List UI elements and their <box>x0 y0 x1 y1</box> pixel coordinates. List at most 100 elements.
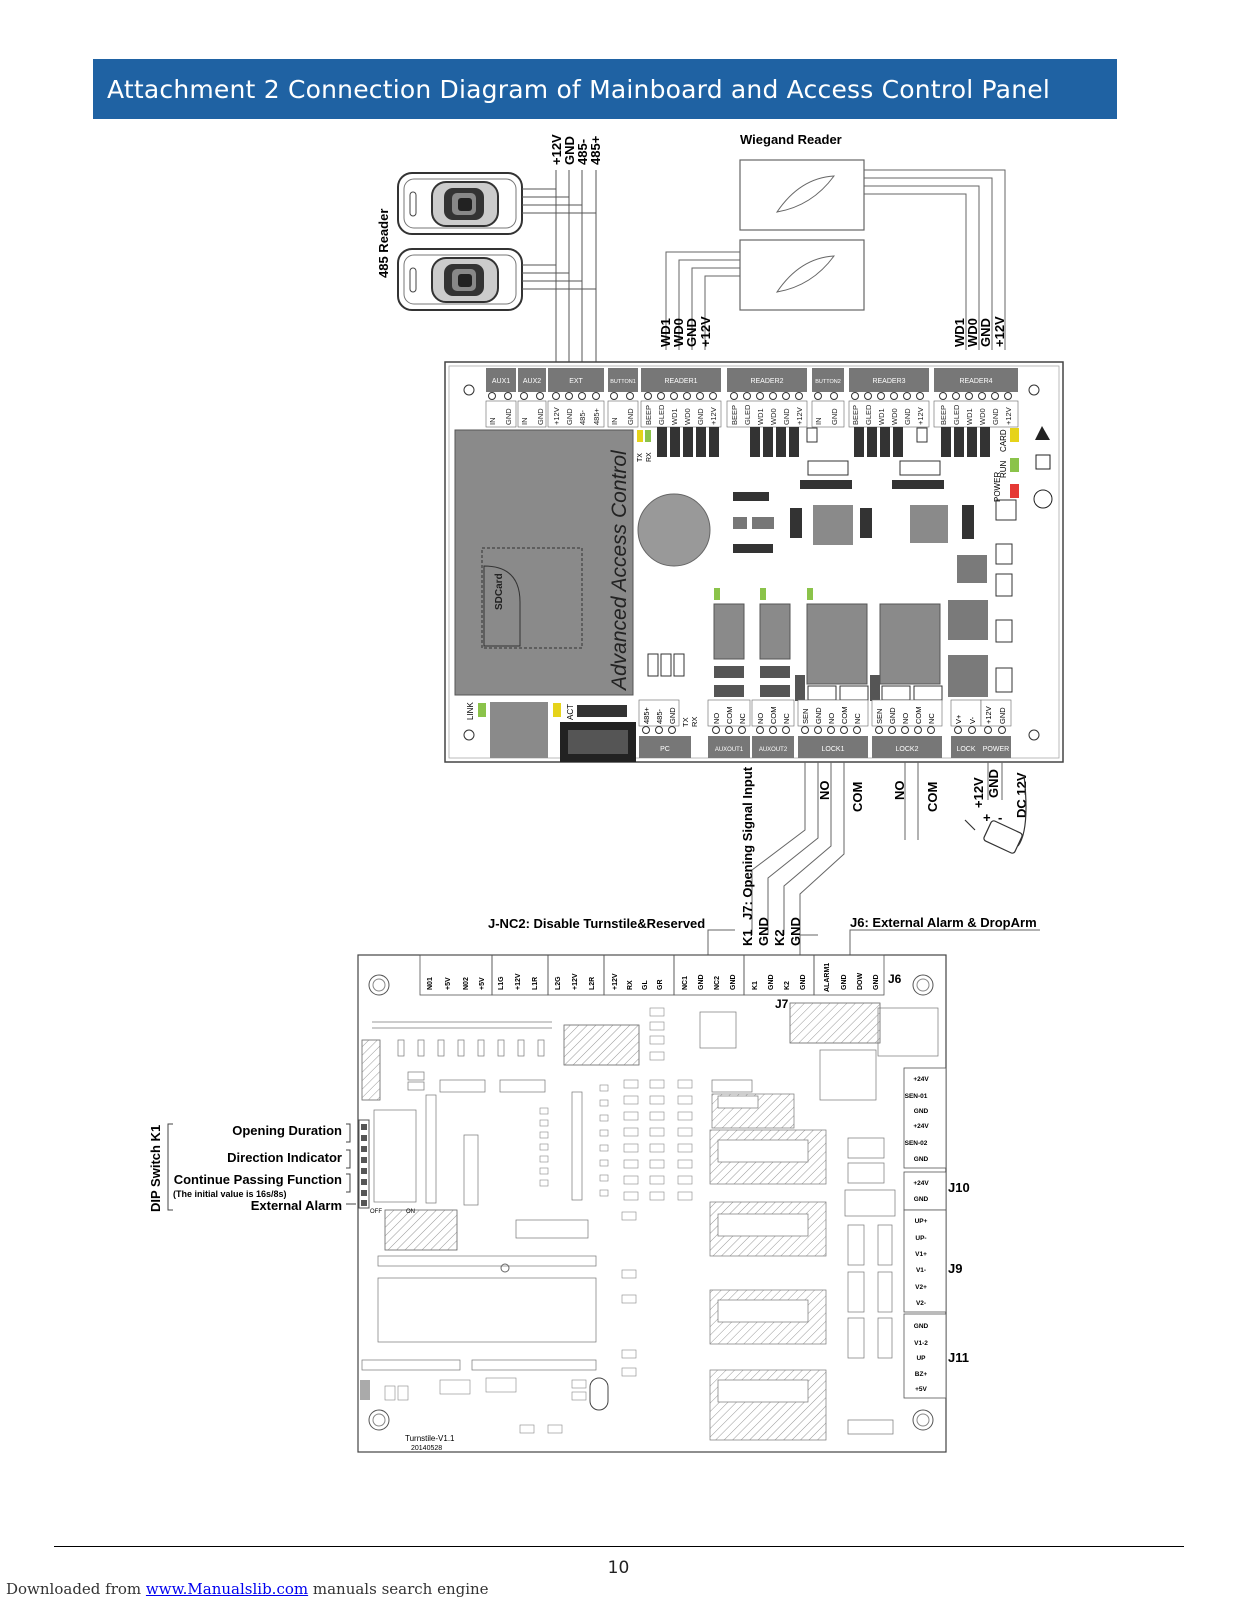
hdr-ext: EXT <box>569 378 583 385</box>
wg2-pin-gnd: GND <box>978 318 993 347</box>
reader-485-group: 485 Reader +12V GND 485- 485+ <box>376 134 603 370</box>
jnc2-label: J-NC2: Disable Turnstile&Reserved <box>488 916 705 931</box>
r4-gnd: GND <box>991 408 1000 425</box>
r485-pin-485minus: 485- <box>575 139 590 165</box>
download-credit: Downloaded from www.Manualslib.com manua… <box>6 1580 489 1598</box>
led-power: POWER <box>993 472 1002 502</box>
lock2-com-label: COM <box>925 782 940 812</box>
bhdr-lock2: LOCK2 <box>896 746 919 753</box>
pc-485minus: 485- <box>655 708 664 724</box>
panel-title: Advanced Access Control <box>608 449 631 692</box>
wiegand-group: Wiegand Reader WD1 WD0 GND +12V WD1 WD0 … <box>658 132 1007 350</box>
aux2-in: IN <box>520 418 529 426</box>
tp-n02: N02 <box>463 977 470 990</box>
tp-nc2: NC2 <box>714 976 721 990</box>
weee-bin-icon <box>1035 454 1051 470</box>
r485-pin-gnd: GND <box>562 136 577 165</box>
r2-gled: GLED <box>743 404 752 425</box>
aux1-in: IN <box>488 418 497 426</box>
l1-com: COM <box>840 707 849 725</box>
footer-rule <box>54 1546 1184 1547</box>
r2-gnd: GND <box>782 408 791 425</box>
rp-24v-c: +24V <box>913 1180 929 1187</box>
r3-12v: +12V <box>916 407 925 425</box>
wg2-pin-wd1: WD1 <box>952 318 967 347</box>
aux1-gnd: GND <box>504 408 513 425</box>
ext-485plus: 485+ <box>592 407 601 425</box>
r4-12v: +12V <box>1004 407 1013 425</box>
btn1-in: IN <box>610 418 619 426</box>
lock-vplus: V+ <box>954 714 963 724</box>
reader-485-bottom <box>397 248 523 311</box>
manualslib-link[interactable]: www.Manualslib.com <box>145 1580 309 1598</box>
l1-nc: NC <box>853 713 862 724</box>
bhdr-lock: LOCK <box>956 746 975 753</box>
board-date: 20140528 <box>411 1445 442 1452</box>
j6-tag: J6 <box>888 972 902 986</box>
pc-485plus: 485+ <box>642 706 651 724</box>
ao2-nc: NC <box>782 713 791 724</box>
btn2-in: IN <box>814 418 823 426</box>
r2-beep: BEEP <box>730 405 739 425</box>
j7-k2: K2 <box>772 929 787 946</box>
power-adapter-icon <box>964 774 1027 854</box>
bhdr-power: POWER <box>983 746 1009 753</box>
l2-sen: SEN <box>875 709 884 724</box>
r4-gled: GLED <box>952 404 961 425</box>
l2-nc: NC <box>927 713 936 724</box>
aux2-gnd: GND <box>536 408 545 425</box>
pwr-gnd: GND <box>998 707 1007 724</box>
j6-label: J6: External Alarm & DropArm <box>850 915 1037 930</box>
j7-k1: K1 <box>740 929 755 946</box>
rp-upminus: UP- <box>915 1235 926 1242</box>
wg1-pin-12v: +12V <box>698 316 713 347</box>
j7-gnd2: GND <box>788 917 803 946</box>
hdr-reader1: READER1 <box>664 378 697 385</box>
j10-tag: J10 <box>948 1180 970 1195</box>
tp-gnd-f: GND <box>873 974 880 990</box>
reader-485-label: 485 Reader <box>376 209 391 278</box>
tp-gl: GL <box>642 980 649 990</box>
rp-gnd-c: GND <box>914 1196 929 1203</box>
coin-battery <box>637 493 711 567</box>
dip-on: ON <box>406 1209 415 1215</box>
board-name: Turnstile-V1.1 <box>405 1434 455 1443</box>
act-label: ACT <box>566 704 575 720</box>
ext-gnd: GND <box>565 408 574 425</box>
dip-opening-duration: Opening Duration <box>232 1123 342 1138</box>
j11-tag: J11 <box>948 1350 969 1365</box>
dip-direction-indicator: Direction Indicator <box>227 1150 342 1165</box>
tp-l2g: L2G <box>555 976 562 990</box>
tp-gnd-c: GND <box>768 974 775 990</box>
pc-tx: TX <box>681 717 690 727</box>
pc-gnd: GND <box>668 707 677 724</box>
lock-vminus: V- <box>968 716 977 724</box>
r4-wd0: WD0 <box>978 408 987 425</box>
r3-beep: BEEP <box>851 405 860 425</box>
pb-free-icon <box>1033 489 1053 509</box>
r3-gnd: GND <box>903 408 912 425</box>
wiegand-reader-bottom <box>739 239 865 311</box>
rp-up: UP <box>916 1355 926 1362</box>
psu-minus-sign: - <box>998 810 1002 825</box>
hdr-button2: BUTTON2 <box>815 379 841 385</box>
rp-24v-a: +24V <box>913 1076 929 1083</box>
warning-icon <box>1035 426 1050 440</box>
wiegand-label: Wiegand Reader <box>740 132 842 147</box>
credit-suffix: manuals search engine <box>308 1580 489 1598</box>
hdr-reader3: READER3 <box>872 378 905 385</box>
r3-wd0: WD0 <box>890 408 899 425</box>
tp-l2r: L2R <box>589 977 596 990</box>
l1-gnd: GND <box>814 707 823 724</box>
btn1-gnd: GND <box>626 408 635 425</box>
title-banner: Attachment 2 Connection Diagram of Mainb… <box>93 59 1117 119</box>
tp-alarm1: ALARM1 <box>824 963 831 992</box>
top-terminal-row <box>488 392 1012 400</box>
rp-sen02: SEN-02 <box>905 1140 928 1147</box>
dip-legend: DIP Switch K1 Opening Duration Direction… <box>148 1123 356 1213</box>
j9-tag: J9 <box>948 1261 962 1276</box>
lock1-com-label: COM <box>850 782 865 812</box>
l2-com: COM <box>914 707 923 725</box>
wiring: J7: Opening Signal Input NO COM NO COM +… <box>488 762 1040 955</box>
r4-beep: BEEP <box>939 405 948 425</box>
